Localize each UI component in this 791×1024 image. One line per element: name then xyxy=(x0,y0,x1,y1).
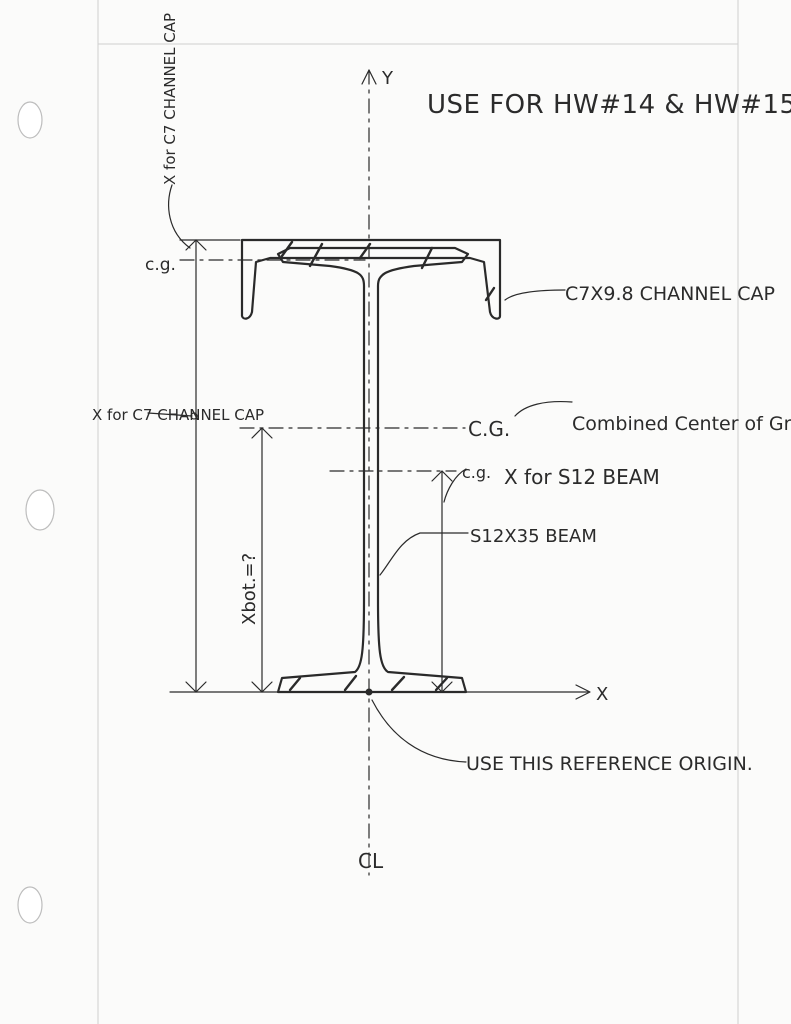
binder-hole-bottom xyxy=(17,886,43,924)
centerline-symbol: CL xyxy=(358,849,384,873)
hatch-mark xyxy=(484,286,496,302)
y-axis-label: Y xyxy=(381,68,394,89)
x-axis-label: X xyxy=(596,684,608,705)
xbot-label: Xbot.=? xyxy=(239,553,260,625)
leader-xbar-c7 xyxy=(147,412,193,417)
leader-channel-cap xyxy=(504,289,566,301)
dimension-tick xyxy=(185,239,207,251)
dimension-tick xyxy=(251,681,273,693)
leader-s12-beam xyxy=(379,532,469,576)
hatch-mark xyxy=(390,675,406,692)
y-axis-arrowhead xyxy=(361,69,377,85)
hatch-mark xyxy=(288,676,302,692)
c7-channel-cap-outline xyxy=(240,238,502,320)
x-for-c7-top-label: X for C7 CHANNEL CAP xyxy=(161,13,179,185)
hatch-mark xyxy=(308,242,324,268)
s12-beam-label: S12X35 BEAM xyxy=(470,526,597,547)
binder-hole-middle xyxy=(25,489,55,531)
note-title: USE FOR HW#14 & HW#15 xyxy=(427,90,791,120)
xbar-for-s12-label: X for S12 BEAM xyxy=(504,465,660,489)
binder-hole-top xyxy=(17,101,43,139)
s12-cg-label: c.g. xyxy=(462,463,491,482)
dimension-tick xyxy=(431,681,453,693)
s12-beam-outline xyxy=(276,246,470,694)
hatch-mark xyxy=(420,246,434,270)
leader-reference-origin xyxy=(371,699,467,763)
hatch-mark xyxy=(358,242,372,260)
leader-combined-cg xyxy=(514,400,573,417)
channel-cg-label: c.g. xyxy=(145,255,176,275)
dimension-tick xyxy=(185,681,207,693)
xbar-for-c7-label: X for C7 CHANNEL CAP xyxy=(92,406,264,424)
combined-cg-description: Combined Center of Gravity xyxy=(572,413,791,435)
leader-x-c7-top xyxy=(168,184,191,249)
leader-s12-cg xyxy=(443,468,467,503)
dimension-tick xyxy=(431,470,453,482)
reference-origin-label: USE THIS REFERENCE ORIGIN. xyxy=(466,753,753,775)
hatch-mark xyxy=(343,674,358,692)
dimension-tick xyxy=(251,427,273,439)
channel-cap-label: C7X9.8 CHANNEL CAP xyxy=(565,283,775,305)
x-axis-arrowhead xyxy=(575,684,591,700)
leader-dot xyxy=(190,412,198,420)
hatch-mark xyxy=(280,240,294,258)
combined-cg-label: C.G. xyxy=(468,417,510,441)
